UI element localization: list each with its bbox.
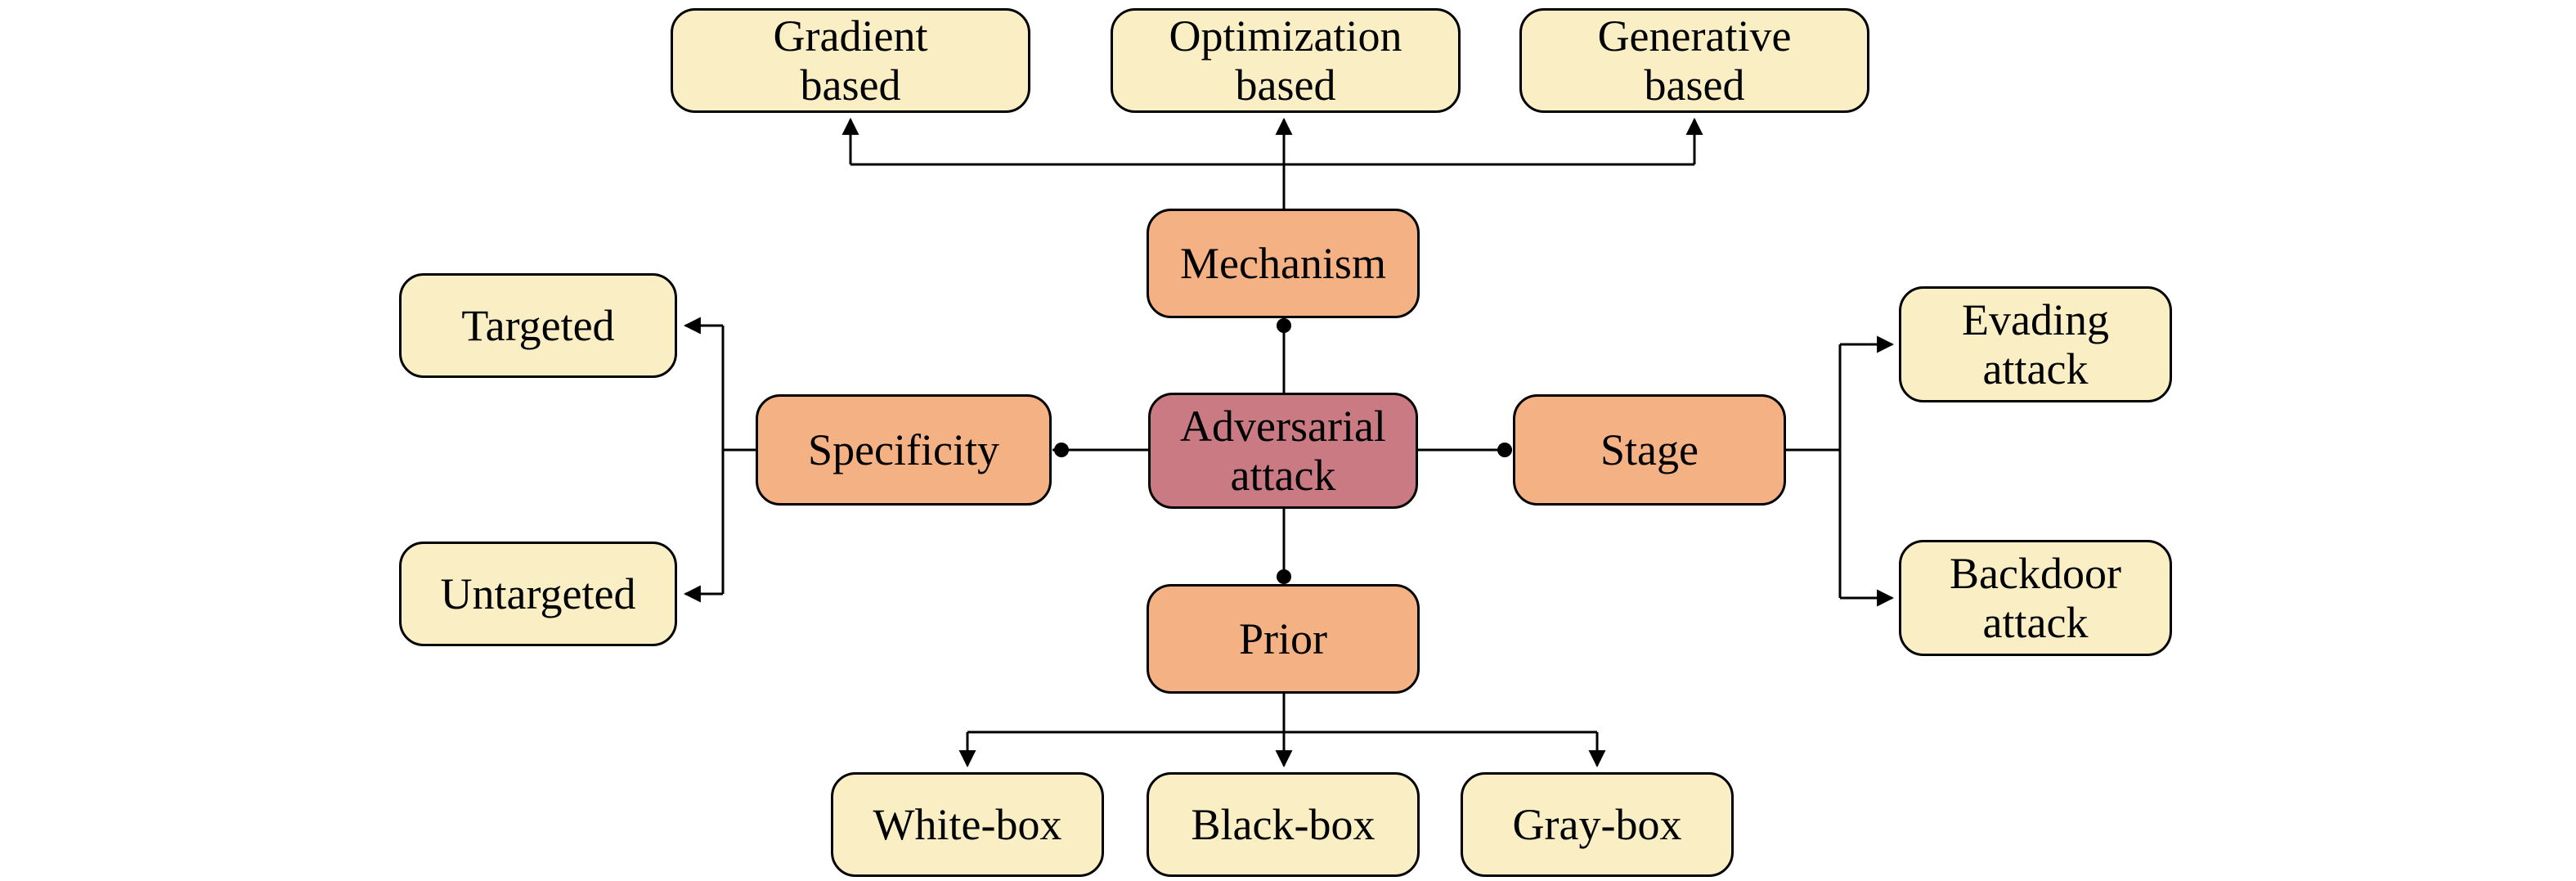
- node-evading-attack-label: Evading attack: [1962, 294, 2109, 393]
- node-white-box: White-box: [831, 772, 1104, 877]
- node-specificity-label: Specificity: [808, 425, 999, 474]
- junction-dot-mechanism: [1277, 318, 1291, 333]
- node-specificity: Specificity: [756, 394, 1052, 506]
- node-stage-label: Stage: [1600, 425, 1699, 474]
- node-untargeted-label: Untargeted: [440, 569, 636, 618]
- node-prior-label: Prior: [1239, 614, 1327, 663]
- node-targeted-label: Targeted: [461, 300, 615, 350]
- node-gradient-based: Gradient based: [671, 8, 1030, 113]
- prior-branch-connectors: [958, 694, 1606, 768]
- junction-dot-specificity: [1054, 443, 1069, 457]
- node-adversarial-attack: Adversarial attack: [1148, 393, 1418, 509]
- node-gray-box: Gray-box: [1461, 772, 1734, 877]
- node-mechanism: Mechanism: [1147, 209, 1420, 318]
- node-backdoor-attack: Backdoor attack: [1899, 540, 2172, 656]
- specificity-branch-connectors: [683, 317, 756, 603]
- node-targeted: Targeted: [399, 273, 677, 378]
- node-untargeted: Untargeted: [399, 542, 677, 646]
- node-white-box-label: White-box: [873, 799, 1062, 849]
- node-gray-box-label: Gray-box: [1512, 799, 1682, 849]
- node-generative-based: Generative based: [1519, 8, 1869, 113]
- node-prior: Prior: [1147, 584, 1420, 694]
- mechanism-branch-connectors: [841, 117, 1703, 209]
- node-backdoor-attack-label: Backdoor attack: [1950, 548, 2121, 647]
- node-adversarial-attack-label: Adversarial attack: [1180, 401, 1386, 500]
- node-mechanism-label: Mechanism: [1180, 238, 1386, 288]
- node-black-box: Black-box: [1147, 772, 1420, 877]
- junction-dot-stage: [1497, 443, 1512, 457]
- stage-branch-connectors: [1786, 335, 1895, 607]
- node-optimization-based-label: Optimization based: [1169, 11, 1402, 110]
- node-optimization-based: Optimization based: [1111, 8, 1461, 113]
- node-black-box-label: Black-box: [1191, 799, 1376, 849]
- junction-dot-prior: [1277, 569, 1291, 584]
- center-link-connectors: [1052, 318, 1512, 584]
- node-gradient-based-label: Gradient based: [773, 11, 928, 110]
- node-evading-attack: Evading attack: [1899, 286, 2172, 402]
- node-stage: Stage: [1513, 394, 1786, 506]
- node-generative-based-label: Generative based: [1597, 11, 1792, 110]
